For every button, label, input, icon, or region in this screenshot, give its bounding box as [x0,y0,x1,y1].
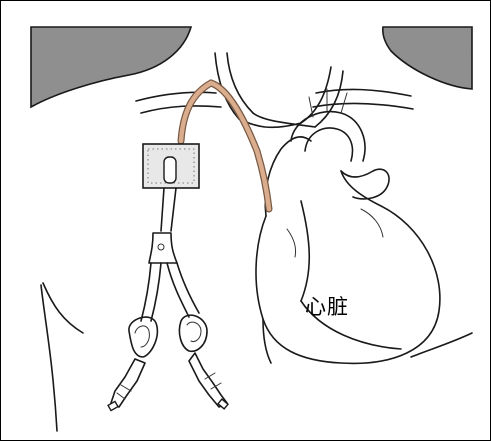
y-junction [149,233,177,263]
heart-vessel-detail [287,209,383,257]
left-clavicle [136,92,216,101]
left-limb [141,263,161,321]
inferior-vessel [263,319,271,363]
aortic-arch-inner [305,128,352,161]
heart-groove [301,201,309,301]
right-clamp-icon [179,315,207,351]
right-clavicle-lower [313,103,413,109]
catheter-shaft [161,188,176,231]
heart-right-atrium [265,137,311,216]
y-junction-dot [158,244,164,250]
luer-connector-icon[interactable] [108,359,145,411]
left-clamp-icon [129,317,157,357]
torso-left-outline [43,283,83,333]
right-lung [383,27,472,89]
right-limb [167,263,199,317]
catheter-hub-icon [143,144,199,188]
luer-connector-icon[interactable] [189,353,228,409]
heart-outline [256,171,440,363]
left-clavicle-lower [141,106,221,113]
heart-label: 心脏 [305,291,349,321]
right-clavicle [316,89,411,96]
